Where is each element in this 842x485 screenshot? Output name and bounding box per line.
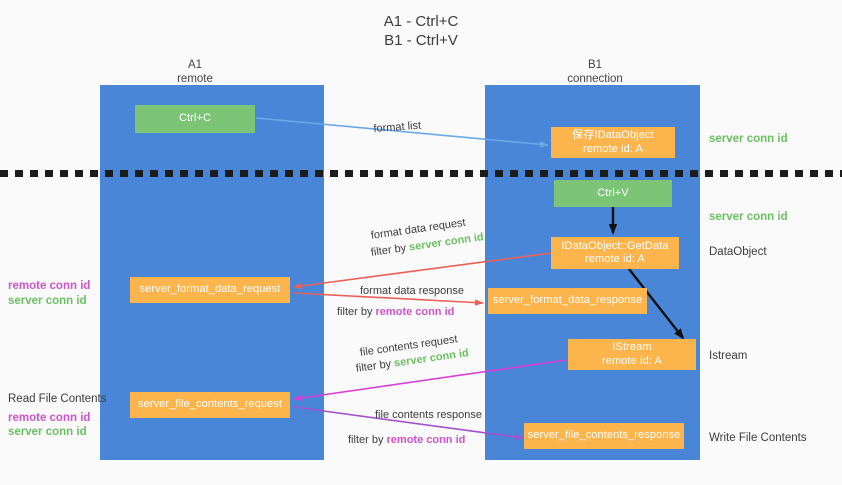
- filter-prefix-3: filter by: [355, 357, 395, 375]
- title-line-2: B1 - Ctrl+V: [384, 32, 458, 49]
- edge-label-format-data-response: format data response: [360, 285, 464, 297]
- column-a1-name: A1: [187, 59, 203, 71]
- column-b1-sublabel: connection: [567, 73, 623, 85]
- node-server-file-contents-response-label: server_file_contents_response: [527, 429, 681, 442]
- node-ctrl-v[interactable]: Ctrl+V: [554, 180, 672, 207]
- node-ctrl-c-label: Ctrl+C: [178, 112, 212, 125]
- right-label-server-conn-id-1: server conn id: [709, 133, 788, 145]
- node-ctrl-c[interactable]: Ctrl+C: [135, 105, 255, 133]
- node-save-idataobject[interactable]: 保存IDataObject remote id: A: [551, 127, 675, 158]
- left-label-remote-conn-id-2: remote conn id: [8, 412, 91, 424]
- section-divider: [0, 170, 842, 177]
- right-label-dataobject: DataObject: [709, 246, 767, 258]
- filter-prefix-4: filter by: [348, 434, 387, 446]
- left-label-read-file-contents: Read File Contents: [8, 393, 107, 405]
- filter-prefix-1: filter by: [370, 241, 410, 259]
- node-server-format-data-request-label: server_format_data_request: [139, 283, 281, 296]
- node-ctrl-v-label: Ctrl+V: [597, 186, 629, 199]
- left-label-server-conn-id-1: server conn id: [8, 295, 87, 307]
- node-idataobject-getdata[interactable]: IDataObject::GetData remote id: A: [551, 237, 679, 269]
- node-getdata-line2: remote id: A: [585, 253, 645, 265]
- node-istream-line2: remote id: A: [602, 354, 662, 367]
- node-server-format-data-request[interactable]: server_format_data_request: [130, 277, 290, 303]
- node-getdata-line1: IDataObject::GetData: [561, 239, 669, 252]
- title-line-1: A1 - Ctrl+C: [383, 13, 459, 30]
- filter-value-remote-conn-id-1: remote conn id: [375, 306, 455, 318]
- right-label-istream: Istream: [709, 350, 748, 362]
- edge-label-format-list: format list: [373, 119, 422, 135]
- node-server-format-data-response-label: server_format_data_response: [492, 294, 643, 307]
- node-istream-line1: IStream: [612, 341, 652, 353]
- column-header-b1: B1 connection: [525, 58, 665, 86]
- filter-prefix-2: filter by: [337, 306, 376, 318]
- page-title: A1 - Ctrl+C B1 - Ctrl+V: [0, 12, 842, 50]
- edge-label-file-contents-response: file contents response: [375, 409, 483, 421]
- node-server-format-data-response[interactable]: server_format_data_response: [488, 288, 647, 314]
- left-label-server-conn-id-2: server conn id: [8, 426, 87, 438]
- left-label-remote-conn-id-1: remote conn id: [8, 280, 91, 292]
- node-server-file-contents-request[interactable]: server_file_contents_request: [130, 392, 290, 418]
- node-server-file-contents-request-label: server_file_contents_request: [137, 398, 283, 411]
- right-label-server-conn-id-2: server conn id: [709, 211, 788, 223]
- column-header-a1: A1 remote: [125, 58, 265, 86]
- node-save-idataobject-line1: 保存IDataObject: [572, 129, 654, 141]
- node-server-file-contents-response[interactable]: server_file_contents_response: [524, 423, 684, 449]
- column-b1-name: B1: [587, 59, 603, 71]
- filter-value-remote-conn-id-2: remote conn id: [386, 434, 466, 446]
- node-save-idataobject-line2: remote id: A: [583, 142, 643, 155]
- node-istream[interactable]: IStream remote id: A: [568, 339, 696, 370]
- edge-label-format-data-response-filter: filter by remote conn id: [337, 305, 454, 319]
- right-label-write-file-contents: Write File Contents: [709, 432, 807, 444]
- edge-label-file-contents-response-filter: filter by remote conn id: [348, 433, 465, 447]
- column-a1-sublabel: remote: [177, 73, 213, 85]
